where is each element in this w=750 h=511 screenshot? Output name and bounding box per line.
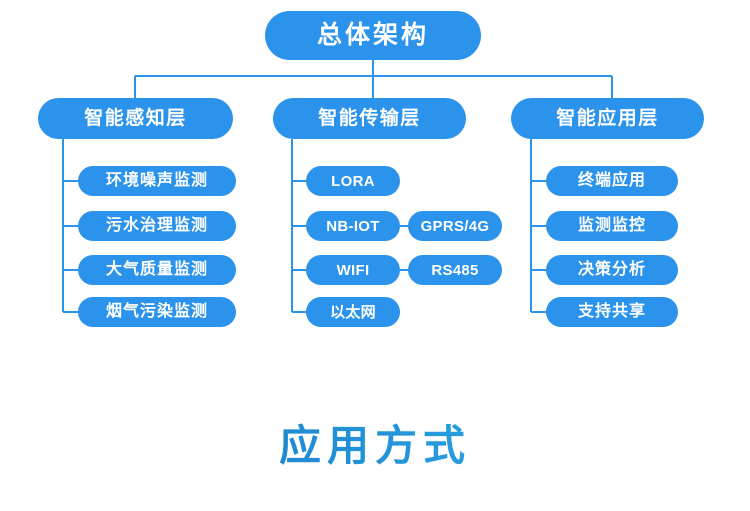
node-leaf-perception-3[interactable]: 大气质量监测: [78, 255, 236, 285]
node-leaf-application-2[interactable]: 监测监控: [546, 211, 678, 241]
node-leaf-application-1[interactable]: 终端应用: [546, 166, 678, 196]
node-leaf-perception-4[interactable]: 烟气污染监测: [78, 297, 236, 327]
node-leaf-transmission-3[interactable]: WIFI: [306, 255, 400, 285]
section-title: 应用方式: [0, 412, 750, 473]
node-layer-transmission[interactable]: 智能传输层: [273, 98, 466, 139]
node-leaf-transmission-3-sibling[interactable]: RS485: [408, 255, 502, 285]
node-layer-perception[interactable]: 智能感知层: [38, 98, 233, 139]
node-root[interactable]: 总体架构: [265, 11, 481, 60]
node-leaf-transmission-2-sibling[interactable]: GPRS/4G: [408, 211, 502, 241]
node-leaf-application-3[interactable]: 决策分析: [546, 255, 678, 285]
node-leaf-transmission-2[interactable]: NB-IOT: [306, 211, 400, 241]
node-leaf-perception-1[interactable]: 环境噪声监测: [78, 166, 236, 196]
node-layer-application[interactable]: 智能应用层: [511, 98, 704, 139]
node-leaf-perception-2[interactable]: 污水治理监测: [78, 211, 236, 241]
node-leaf-transmission-1[interactable]: LORA: [306, 166, 400, 196]
node-leaf-transmission-4[interactable]: 以太网: [306, 297, 400, 327]
node-leaf-application-4[interactable]: 支持共享: [546, 297, 678, 327]
